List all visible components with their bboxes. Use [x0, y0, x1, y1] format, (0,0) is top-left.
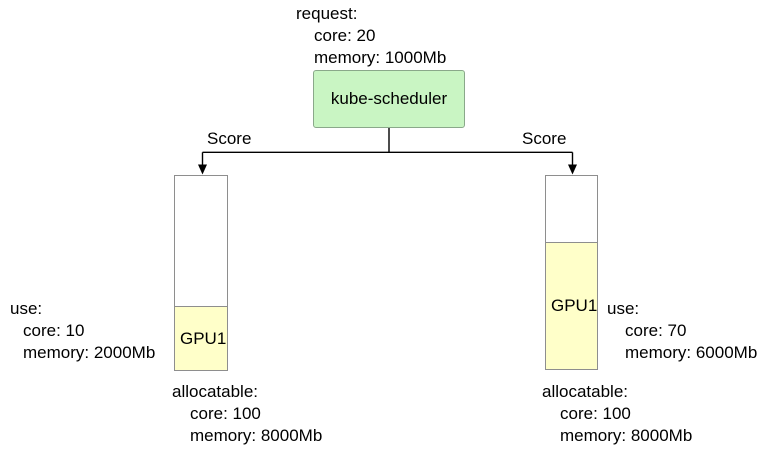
allocatable-memory-right: memory: 8000Mb	[560, 426, 693, 445]
use-memory-right: memory: 6000Mb	[625, 343, 758, 362]
node-bar-right: GPU1	[545, 175, 598, 370]
allocatable-core-left: core: 100	[190, 404, 261, 423]
allocatable-annotation-right: allocatable: core: 100 memory: 8000Mb	[542, 381, 692, 447]
use-core-left: core: 10	[23, 321, 85, 340]
gpu-label-right: GPU1	[551, 296, 598, 316]
use-title-right: use:	[607, 299, 640, 318]
gpu-usage-fill-left: GPU1	[174, 306, 228, 371]
allocatable-title-left: allocatable:	[172, 382, 259, 401]
kube-scheduler-node: kube-scheduler	[313, 70, 465, 128]
score-label-right: Score	[522, 129, 567, 148]
use-annotation-left: use: core: 10 memory: 2000Mb	[10, 298, 155, 364]
allocatable-annotation-left: allocatable: core: 100 memory: 8000Mb	[172, 381, 322, 447]
gpu-label-left: GPU1	[180, 328, 227, 348]
request-core: core: 20	[314, 26, 376, 45]
allocatable-title-right: allocatable:	[542, 382, 629, 401]
request-memory: memory: 1000Mb	[314, 48, 447, 67]
score-label-left: Score	[207, 129, 252, 148]
node-bar-left: GPU1	[174, 175, 228, 371]
gpu-usage-fill-right: GPU1	[545, 242, 598, 370]
right-arrowhead-icon	[568, 164, 577, 175]
use-memory-left: memory: 2000Mb	[23, 343, 156, 362]
left-arrowhead-icon	[198, 164, 207, 175]
allocatable-memory-left: memory: 8000Mb	[190, 426, 323, 445]
request-title: request:	[296, 4, 358, 23]
use-core-right: core: 70	[625, 321, 687, 340]
use-title-left: use:	[10, 299, 43, 318]
request-annotation: request: core: 20 memory: 1000Mb	[296, 3, 446, 69]
allocatable-core-right: core: 100	[560, 404, 631, 423]
use-annotation-right: use: core: 70 memory: 6000Mb	[607, 298, 757, 364]
